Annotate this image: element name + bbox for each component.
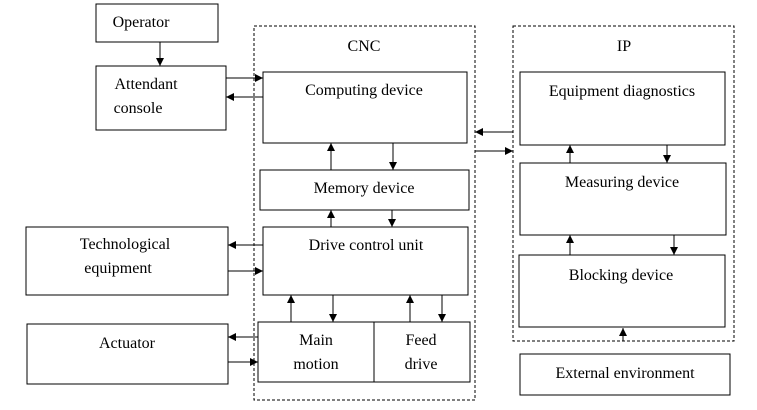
- connectors: [156, 42, 678, 366]
- ip-region-label: IP: [617, 38, 631, 55]
- actuator-block: Actuator: [26, 323, 229, 385]
- external-environment-block: External environment: [519, 353, 731, 396]
- technological-equipment-block: Technological equipment: [25, 226, 229, 296]
- attendant-console-label-line1: Attendant: [114, 76, 178, 93]
- cnc-region: CNC: [253, 25, 476, 401]
- blocking-device-block: Blocking device: [518, 254, 726, 328]
- operator-block: Operator: [95, 3, 219, 43]
- blocking-device-label: Blocking device: [569, 267, 673, 284]
- technological-equipment-label-line2: equipment: [84, 260, 152, 277]
- attendant-console-label-line2: console: [114, 100, 163, 117]
- computing-device-block: Computing device: [262, 71, 468, 144]
- measuring-device-label: Measuring device: [565, 174, 679, 191]
- external-environment-label: External environment: [555, 365, 695, 382]
- main-motion-label-line2: motion: [293, 356, 338, 373]
- technological-equipment-label-line1: Technological: [80, 236, 171, 253]
- main-motion-label-line1: Main: [299, 332, 333, 349]
- drive-control-unit-label: Drive control unit: [309, 237, 424, 254]
- computing-device-label: Computing device: [305, 82, 423, 99]
- actuator-label: Actuator: [99, 335, 156, 352]
- measuring-device-block: Measuring device: [519, 162, 727, 236]
- operator-label: Operator: [113, 14, 171, 31]
- cnc-region-label: CNC: [348, 38, 381, 55]
- feed-drive-label-line2: drive: [405, 356, 438, 373]
- equipment-diagnostics-label: Equipment diagnostics: [549, 83, 695, 100]
- memory-device-block: Memory device: [259, 169, 470, 211]
- feed-drive-label-line1: Feed: [405, 332, 436, 349]
- equipment-diagnostics-block: Equipment diagnostics: [519, 71, 726, 146]
- drive-control-unit-block: Drive control unit: [262, 226, 469, 296]
- main-motion-block: Main motion: [257, 321, 375, 383]
- attendant-console-block: Attendant console: [95, 65, 227, 131]
- feed-drive-block: Feed drive: [373, 321, 471, 383]
- memory-device-label: Memory device: [314, 180, 415, 197]
